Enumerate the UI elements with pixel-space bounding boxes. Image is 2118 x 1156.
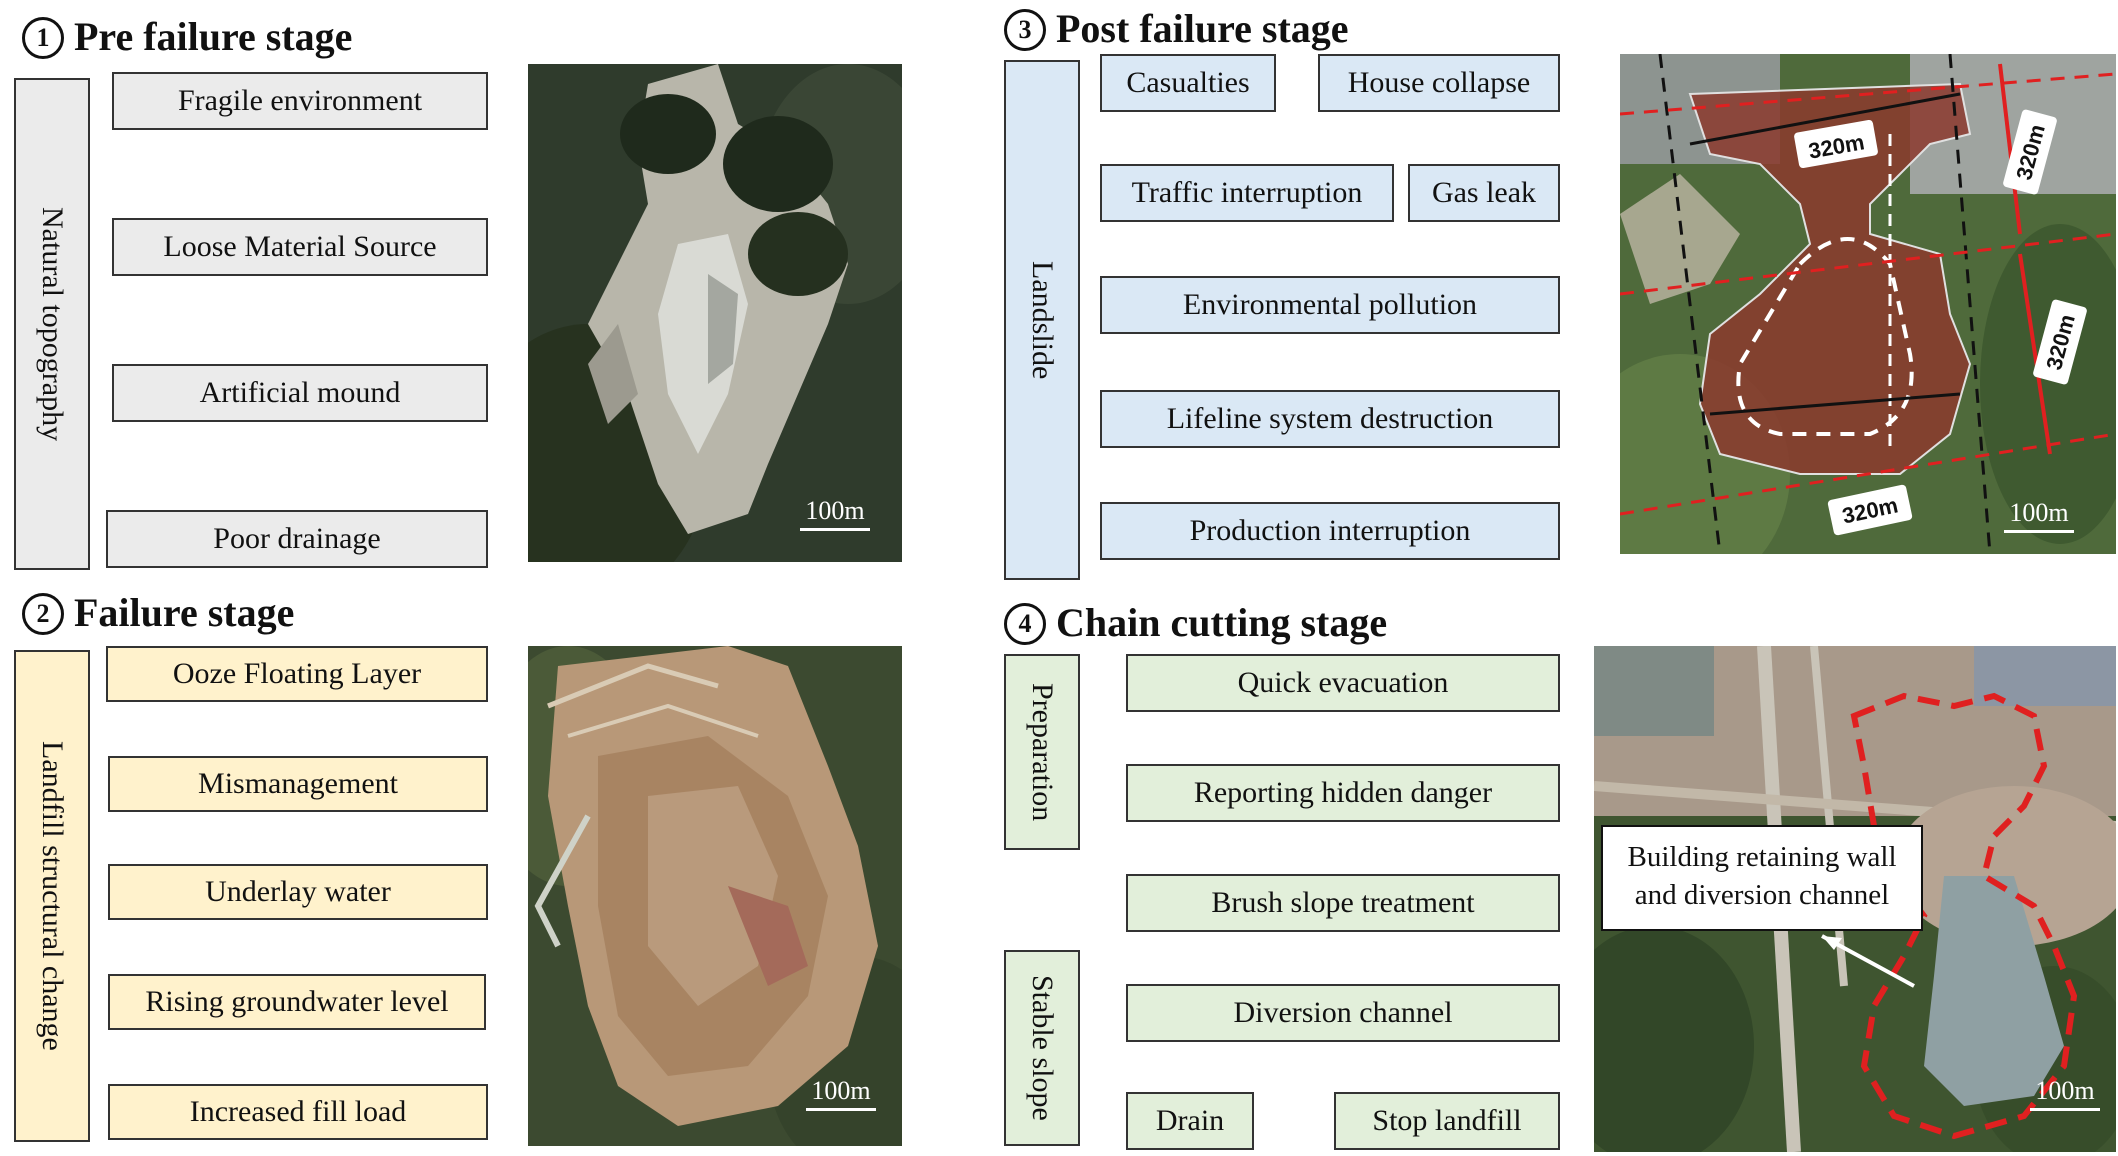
pre-failure-satellite-image [528, 64, 902, 562]
stage2-title-text: Failure stage [74, 590, 295, 635]
stage3-title-text: Post failure stage [1056, 6, 1349, 51]
stage3-scale-bar: 100m [2004, 498, 2074, 533]
stage1-factor: Loose Material Source [112, 218, 488, 276]
stage3-consequence: Lifeline system destruction [1100, 390, 1560, 448]
stage1-factor: Fragile environment [112, 72, 488, 130]
stage2-factor: Mismanagement [108, 756, 488, 812]
stage2-scale-bar: 100m [806, 1076, 876, 1111]
stage3-consequence: Gas leak [1408, 164, 1560, 222]
stage2-factor: Increased fill load [108, 1084, 488, 1140]
retaining-wall-annotation-line2: and diversion channel [1635, 879, 1889, 911]
stage3-consequence: Production interruption [1100, 502, 1560, 560]
stage1-factor: Artificial mound [112, 364, 488, 422]
stage4-measure: Drain [1126, 1092, 1254, 1150]
post-failure-satellite-image: 320m 320m 320m 320m [1620, 54, 2116, 554]
stage4-number: 4 [1004, 603, 1046, 645]
scale-bar-line [800, 528, 870, 531]
stage3-category: Landslide [1004, 60, 1080, 580]
stage2-factor: Rising groundwater level [108, 974, 486, 1030]
stage1-scale-label: 100m [805, 496, 865, 525]
stage3-consequence: House collapse [1318, 54, 1560, 112]
scale-bar-line [806, 1108, 876, 1111]
scale-bar-line [2030, 1108, 2100, 1111]
stage1-title-text: Pre failure stage [74, 14, 353, 59]
stage3-number: 3 [1004, 9, 1046, 51]
retaining-wall-annotation-line1: Building retaining wall [1627, 841, 1896, 873]
stage3-consequence: Casualties [1100, 54, 1276, 112]
stage4-measure: Reporting hidden danger [1126, 764, 1560, 822]
stage2-number: 2 [22, 593, 64, 635]
stage2-factor: Ooze Floating Layer [106, 646, 488, 702]
stage1-number: 1 [22, 17, 64, 59]
stage2-factor: Underlay water [108, 864, 488, 920]
stage3-consequence: Traffic interruption [1100, 164, 1394, 222]
stage2-category: Landfill structural change [14, 650, 90, 1142]
stage4-measure: Stop landfill [1334, 1092, 1560, 1150]
stage1-scale-bar: 100m [800, 496, 870, 531]
stage3-consequence: Environmental pollution [1100, 276, 1560, 334]
stage1-category: Natural topography [14, 78, 90, 570]
stage4-scale-bar: 100m [2030, 1076, 2100, 1111]
stage4-measure: Brush slope treatment [1126, 874, 1560, 932]
stage4-measure: Diversion channel [1126, 984, 1560, 1042]
chain-cutting-satellite-image: Building retaining wall and diversion ch… [1594, 646, 2116, 1152]
stage4-scale-label: 100m [2035, 1076, 2095, 1105]
stage4-measure: Quick evacuation [1126, 654, 1560, 712]
failure-satellite-image [528, 646, 902, 1146]
stage3-scale-label: 100m [2009, 498, 2069, 527]
stage1-factor: Poor drainage [106, 510, 488, 568]
scale-bar-line [2004, 530, 2074, 533]
stage4-category-stable-slope: Stable slope [1004, 950, 1080, 1146]
stage2-scale-label: 100m [811, 1076, 871, 1105]
stage4-title-text: Chain cutting stage [1056, 600, 1388, 645]
stage4-category-preparation: Preparation [1004, 654, 1080, 850]
